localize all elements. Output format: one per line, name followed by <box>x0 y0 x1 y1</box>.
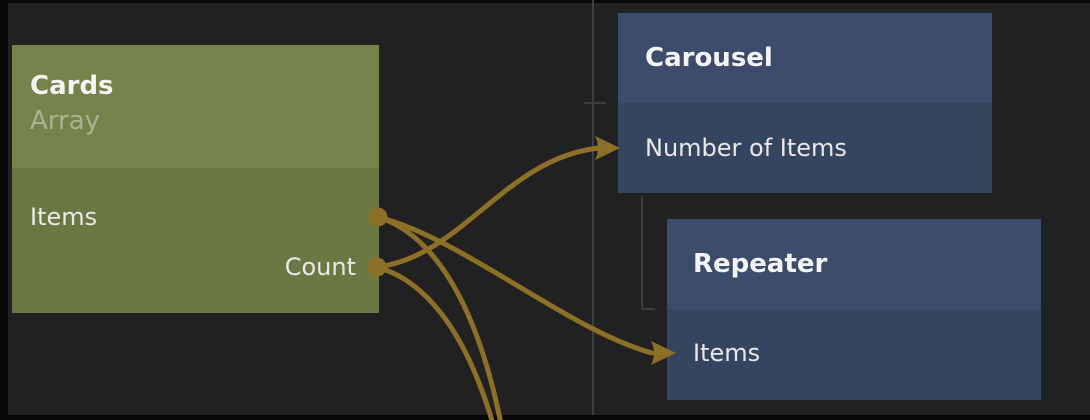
node-subtitle: Array <box>30 106 101 136</box>
node-repeater[interactable]: Repeater Items <box>667 219 1041 400</box>
output-port-items[interactable]: Items <box>30 203 98 231</box>
wire-count-to-offscreen[interactable] <box>374 264 495 420</box>
hierarchy-connector-carousel-repeater <box>641 196 655 310</box>
wire-count-to-carousel[interactable] <box>374 145 602 270</box>
input-port-number-of-items[interactable]: Number of Items <box>645 134 847 162</box>
node-title: Cards <box>30 71 114 101</box>
output-port-count[interactable]: Count <box>284 253 356 281</box>
node-carousel[interactable]: Carousel Number of Items <box>618 13 992 193</box>
node-title: Repeater <box>693 249 828 279</box>
wire-items-to-repeater[interactable] <box>375 214 655 356</box>
node-repeater-header[interactable]: Repeater <box>667 219 1041 310</box>
node-carousel-header[interactable]: Carousel <box>618 13 992 103</box>
window-edge-top <box>0 0 1090 3</box>
node-title: Carousel <box>645 43 773 73</box>
window-edge-bottom <box>0 415 1090 420</box>
arrowhead-carousel-input[interactable] <box>595 136 620 160</box>
input-port-items[interactable]: Items <box>693 339 761 367</box>
wire-items-to-offscreen[interactable] <box>375 214 503 420</box>
window-edge-left <box>0 0 8 420</box>
node-cards-header[interactable]: Cards Array <box>12 45 379 168</box>
node-cards[interactable]: Cards Array Items Count <box>12 45 379 313</box>
